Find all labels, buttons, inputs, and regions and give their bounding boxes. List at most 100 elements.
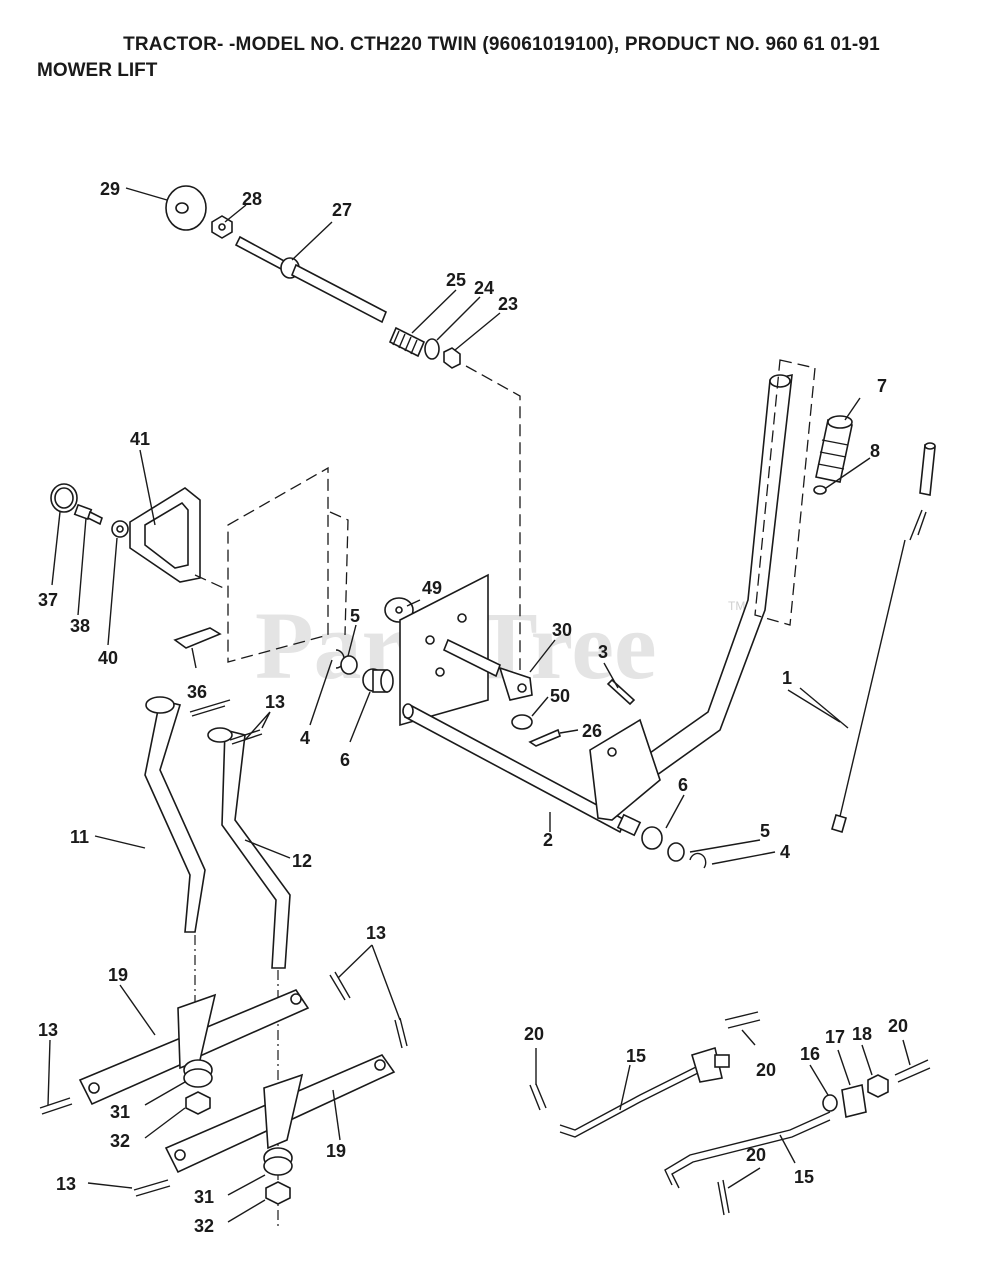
nut-32-lower[interactable] [265,1181,291,1205]
callout-32-lower: 32 [194,1216,214,1236]
callout-13-top: 13 [265,692,285,712]
lift-link-11[interactable] [144,696,206,933]
callout-13-right: 13 [366,923,386,943]
washer-5-right[interactable] [667,842,685,862]
hairpin-20-2[interactable] [724,1011,761,1029]
callout-18: 18 [852,1024,872,1044]
callout-6-right: 6 [678,775,688,795]
hairpin-20-1[interactable] [529,1083,547,1111]
callout-5-right: 5 [760,821,770,841]
callout-3: 3 [598,642,608,662]
swivel-17[interactable] [841,1084,867,1118]
washer-24[interactable] [424,338,440,360]
frame-edge [329,511,349,636]
lift-shaft-2[interactable] [402,703,627,834]
pivot-30[interactable] [442,638,533,701]
grip-outline [754,359,816,626]
lift-rod-1[interactable] [831,442,936,833]
callout-20-2: 20 [756,1060,776,1080]
guide-line-rod [465,365,521,670]
swivel-15-upper[interactable] [691,1046,730,1083]
washer-40[interactable] [111,520,129,538]
pin-3[interactable] [606,678,636,706]
bushing-6-right[interactable] [616,813,663,850]
hairpin-20-4[interactable] [717,1179,730,1216]
callout-8: 8 [870,441,880,461]
callout-38: 38 [70,616,90,636]
callout-31-upper: 31 [110,1102,130,1122]
callout-50: 50 [550,686,570,706]
lift-arm-19-lower[interactable] [164,1054,396,1174]
washer-50[interactable] [511,714,533,730]
nut-18[interactable] [867,1074,889,1098]
callout-20-1: 20 [524,1024,544,1044]
retaining-ring-4-right[interactable] [689,852,707,869]
bracket-41[interactable] [129,487,201,583]
bolt-38[interactable] [73,503,103,526]
spacer-31-upper[interactable] [183,1059,213,1088]
hairpin-13-left[interactable] [39,1097,73,1115]
callout-1: 1 [782,668,792,688]
bushing-6-left[interactable] [362,668,394,693]
callout-36: 36 [187,682,207,702]
nut-28[interactable] [211,215,233,239]
clip-36[interactable] [173,627,222,649]
callout-41: 41 [130,429,150,449]
nut-32-upper[interactable] [185,1091,211,1115]
callout-12: 12 [292,851,312,871]
spacer-31-lower[interactable] [263,1147,293,1176]
lift-link-12[interactable] [207,727,291,969]
knob-29[interactable] [165,185,207,231]
spring-25[interactable] [388,326,426,358]
threaded-rod-27[interactable] [234,235,388,324]
callout-4-left: 4 [300,728,310,748]
hairpin-13-top[interactable] [189,699,263,745]
callout-4-right: 4 [780,842,790,862]
callout-2: 2 [543,830,553,850]
callout-17: 17 [825,1027,845,1047]
callout-31-lower: 31 [194,1187,214,1207]
ring-37[interactable] [50,483,78,513]
hairpin-20-3[interactable] [894,1059,931,1083]
handle-grip-7[interactable] [815,415,853,483]
hairpin-13-bottom[interactable] [133,1179,171,1197]
callout-30: 30 [552,620,572,640]
callout-11: 11 [70,827,89,847]
callout-20-4: 20 [746,1145,766,1165]
diagram-subtitle: MOWER LIFT [37,60,158,81]
callout-16: 16 [800,1044,820,1064]
callout-19-lower: 19 [326,1141,346,1161]
callout-40: 40 [98,648,118,668]
callout-6-left: 6 [340,750,350,770]
callout-29: 29 [100,179,120,199]
callout-28: 28 [242,189,262,209]
pin-26[interactable] [528,728,561,747]
callout-5-left: 5 [350,606,360,626]
callout-49: 49 [422,578,442,598]
callout-7: 7 [877,376,887,396]
page-title: TRACTOR- -MODEL NO. CTH220 TWIN (9606101… [123,34,880,55]
callout-13-left: 13 [38,1020,58,1040]
callout-24: 24 [474,278,494,298]
hairpin-13-right[interactable] [329,971,408,1049]
washer-5-left[interactable] [340,655,358,675]
washer-16[interactable] [822,1094,838,1112]
callout-20-3: 20 [888,1016,908,1036]
callout-13-bottom: 13 [56,1174,76,1194]
washer-49[interactable] [384,597,414,623]
callout-32-upper: 32 [110,1131,130,1151]
callout-26: 26 [582,721,602,741]
button-8[interactable] [813,485,827,495]
lift-lever[interactable] [589,373,793,821]
guide-line-41 [194,574,229,591]
callout-15-lower: 15 [794,1167,814,1187]
callout-25: 25 [446,270,466,290]
nut-23[interactable] [443,347,461,369]
frame-panel [227,466,329,663]
watermark-tm: TM [728,599,745,613]
link-rod-15-lower[interactable] [664,1111,831,1189]
leader-lines [47,187,911,1223]
link-rod-15-upper[interactable] [559,1064,701,1138]
callout-27: 27 [332,200,352,220]
